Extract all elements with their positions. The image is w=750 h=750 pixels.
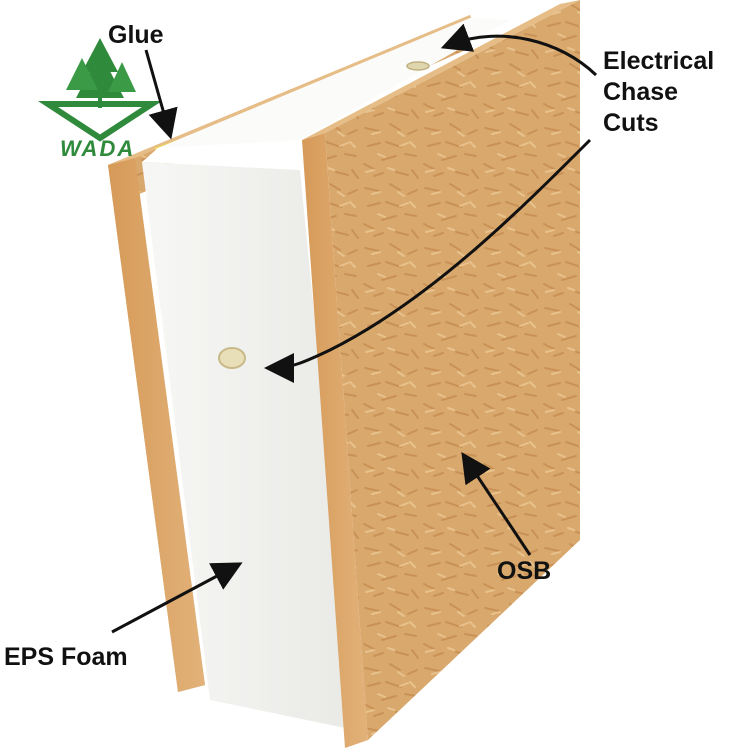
electrical-chase-cuts-line-2: Chase	[603, 78, 679, 106]
osb-label: OSB	[497, 557, 552, 585]
glue-arrow	[144, 49, 178, 140]
electrical-chase-cuts-line-3: Cuts	[603, 109, 659, 137]
electrical-chase-hole-top	[406, 61, 430, 71]
back-osb-sheet	[108, 15, 472, 692]
electrical-chase-front-arrow	[264, 138, 592, 383]
osb-arrow	[461, 452, 532, 556]
logo-text: WADA	[60, 136, 135, 161]
eps-foam-core	[142, 18, 510, 730]
eps-foam-arrow	[111, 562, 243, 634]
electrical-chase-hole-front	[218, 347, 246, 369]
electrical-chase-cuts-line-1: Electrical	[603, 47, 715, 75]
glue-label: Glue	[108, 21, 164, 49]
front-osb-sheet	[302, 0, 580, 748]
eps-foam-label: EPS Foam	[4, 643, 128, 671]
electrical-chase-top-arrow	[440, 23, 598, 77]
electrical-chase-cuts-label: Electrical Chase Cuts	[603, 46, 714, 139]
pine-trees-logo-icon	[37, 38, 163, 142]
